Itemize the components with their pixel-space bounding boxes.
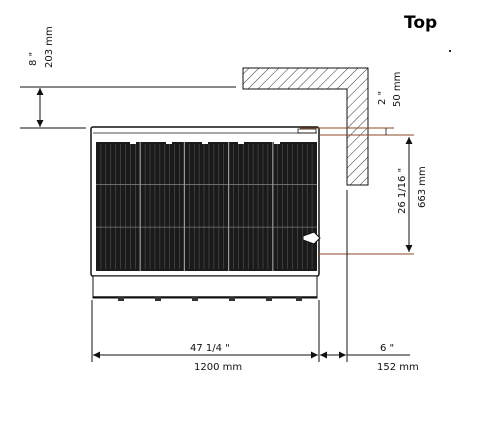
width-inch-label: 47 1/4 " [190, 343, 230, 354]
corner-mark [449, 50, 451, 52]
wall-section [242, 67, 369, 186]
appliance-top-view [90, 126, 321, 301]
burner-grate [96, 142, 317, 271]
view-title: Top [404, 13, 437, 33]
control-knobs [118, 297, 302, 301]
wall-gap-inch-label: 2 " [377, 91, 388, 105]
clearance-top-mm-label: 203 mm [44, 26, 55, 68]
clearance-top-inch-label: 8 " [28, 52, 39, 66]
depth-dimension: 26 1/16 " 663 mm [318, 137, 428, 255]
width-mm-label: 1200 mm [194, 362, 242, 373]
side-gap-mm-label: 152 mm [377, 362, 419, 373]
grate-lines [96, 142, 317, 271]
wall-gap-dimension: 2 " 50 mm [300, 72, 414, 136]
grate-hooks [130, 141, 280, 144]
width-dimension: 47 1/4 " 1200 mm [91, 300, 320, 373]
side-gap-inch-label: 6 " [380, 343, 394, 354]
wall-gap-mm-label: 50 mm [392, 72, 403, 107]
gas-connection-fitting [302, 231, 321, 245]
side-gap-dimension: 6 " 152 mm [320, 190, 419, 373]
clearance-top-dimension: 8 " 203 mm [20, 26, 236, 129]
depth-mm-label: 663 mm [417, 166, 428, 208]
depth-inch-label: 26 1/16 " [397, 168, 408, 214]
